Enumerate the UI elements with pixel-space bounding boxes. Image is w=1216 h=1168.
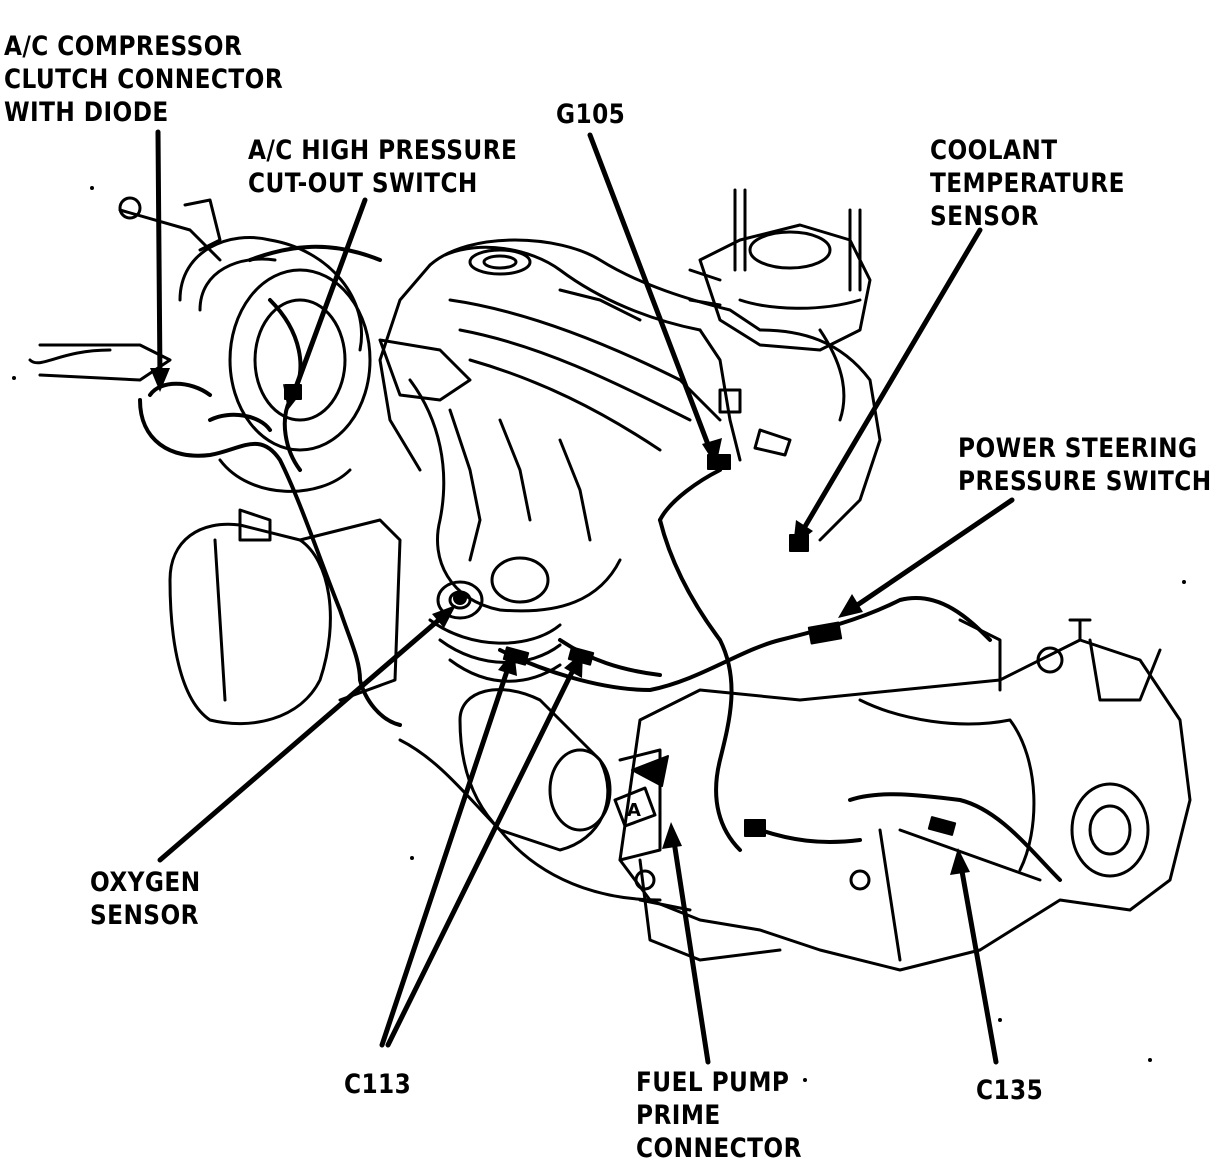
oil-pan xyxy=(398,738,871,962)
label-line: CLUTCH CONNECTOR xyxy=(4,64,284,95)
leader-coolant xyxy=(797,227,983,538)
arrowhead-oxygen xyxy=(432,605,456,628)
arrowhead-coolant xyxy=(793,520,813,547)
label-ac-compressor-clutch-connector: A/C COMPRESSOR CLUTCH CONNECTOR WITH DIO… xyxy=(4,30,283,129)
label-line: A/C COMPRESSOR xyxy=(4,31,243,62)
arrowhead-ac-compressor xyxy=(150,368,170,392)
label-power-steering-pressure-switch: POWER STEERING PRESSURE SWITCH xyxy=(958,432,1212,498)
leader-fuel-pump xyxy=(670,832,711,1065)
label-c113: C113 xyxy=(344,1068,411,1101)
leader-c113-b xyxy=(385,659,580,1048)
label-line: WITH DIODE xyxy=(4,97,169,128)
arrowheads xyxy=(150,368,970,875)
label-line: OXYGEN xyxy=(90,867,201,898)
leader-oxygen xyxy=(157,609,451,863)
label-g105: G105 xyxy=(556,98,625,131)
front-cover xyxy=(168,508,402,726)
label-fuel-pump-prime-connector: FUEL PUMP PRIME CONNECTOR xyxy=(636,1066,802,1165)
label-line: FUEL PUMP xyxy=(636,1067,790,1098)
wiring-harness-right xyxy=(498,468,1062,882)
label-line: SENSOR xyxy=(930,201,1039,232)
label-line: G105 xyxy=(556,99,626,130)
arrowhead-c135 xyxy=(950,848,970,875)
label-c135: C135 xyxy=(976,1074,1043,1107)
marker-a-label: A xyxy=(627,800,641,821)
label-line: A/C HIGH PRESSURE xyxy=(248,135,518,166)
arrowhead-ac-high-pressure xyxy=(283,384,302,410)
arrowhead-power-steering xyxy=(838,594,863,618)
label-line: PRESSURE SWITCH xyxy=(958,466,1212,497)
leader-ac-high-pressure xyxy=(289,197,368,401)
direction-arrow-icon xyxy=(631,755,669,787)
label-line: COOLANT xyxy=(930,135,1058,166)
leader-g105 xyxy=(587,132,715,458)
marker-a-box xyxy=(613,786,657,828)
label-ac-high-pressure-switch: A/C HIGH PRESSURE CUT-OUT SWITCH xyxy=(248,134,517,200)
scan-noise xyxy=(12,186,1186,1082)
label-line: SENSOR xyxy=(90,900,199,931)
leader-c135 xyxy=(957,857,999,1065)
arrowhead-c113-b xyxy=(564,652,583,678)
label-coolant-temperature-sensor: COOLANT TEMPERATURE SENSOR xyxy=(930,134,1125,233)
label-line: C135 xyxy=(976,1075,1044,1106)
pulley-assembly xyxy=(28,196,372,493)
leader-lines xyxy=(155,129,1015,1065)
label-line: PRIME xyxy=(636,1100,721,1131)
leader-power-steering xyxy=(847,497,1015,613)
leader-ac-compressor xyxy=(155,129,163,383)
label-line: C113 xyxy=(344,1069,412,1100)
label-line: TEMPERATURE xyxy=(930,168,1125,199)
label-line: POWER STEERING xyxy=(958,433,1198,464)
throttle-body xyxy=(688,188,872,457)
exhaust-manifold xyxy=(378,338,622,683)
arrowhead-fuel-pump xyxy=(662,822,682,849)
label-oxygen-sensor: OXYGEN SENSOR xyxy=(90,866,201,932)
arrowhead-c113-a xyxy=(498,650,517,676)
leader-c113-a xyxy=(379,659,513,1048)
label-line: CUT-OUT SWITCH xyxy=(248,168,478,199)
transaxle xyxy=(618,618,1192,972)
arrowhead-g105 xyxy=(702,438,722,466)
label-line: CONNECTOR xyxy=(636,1133,802,1164)
